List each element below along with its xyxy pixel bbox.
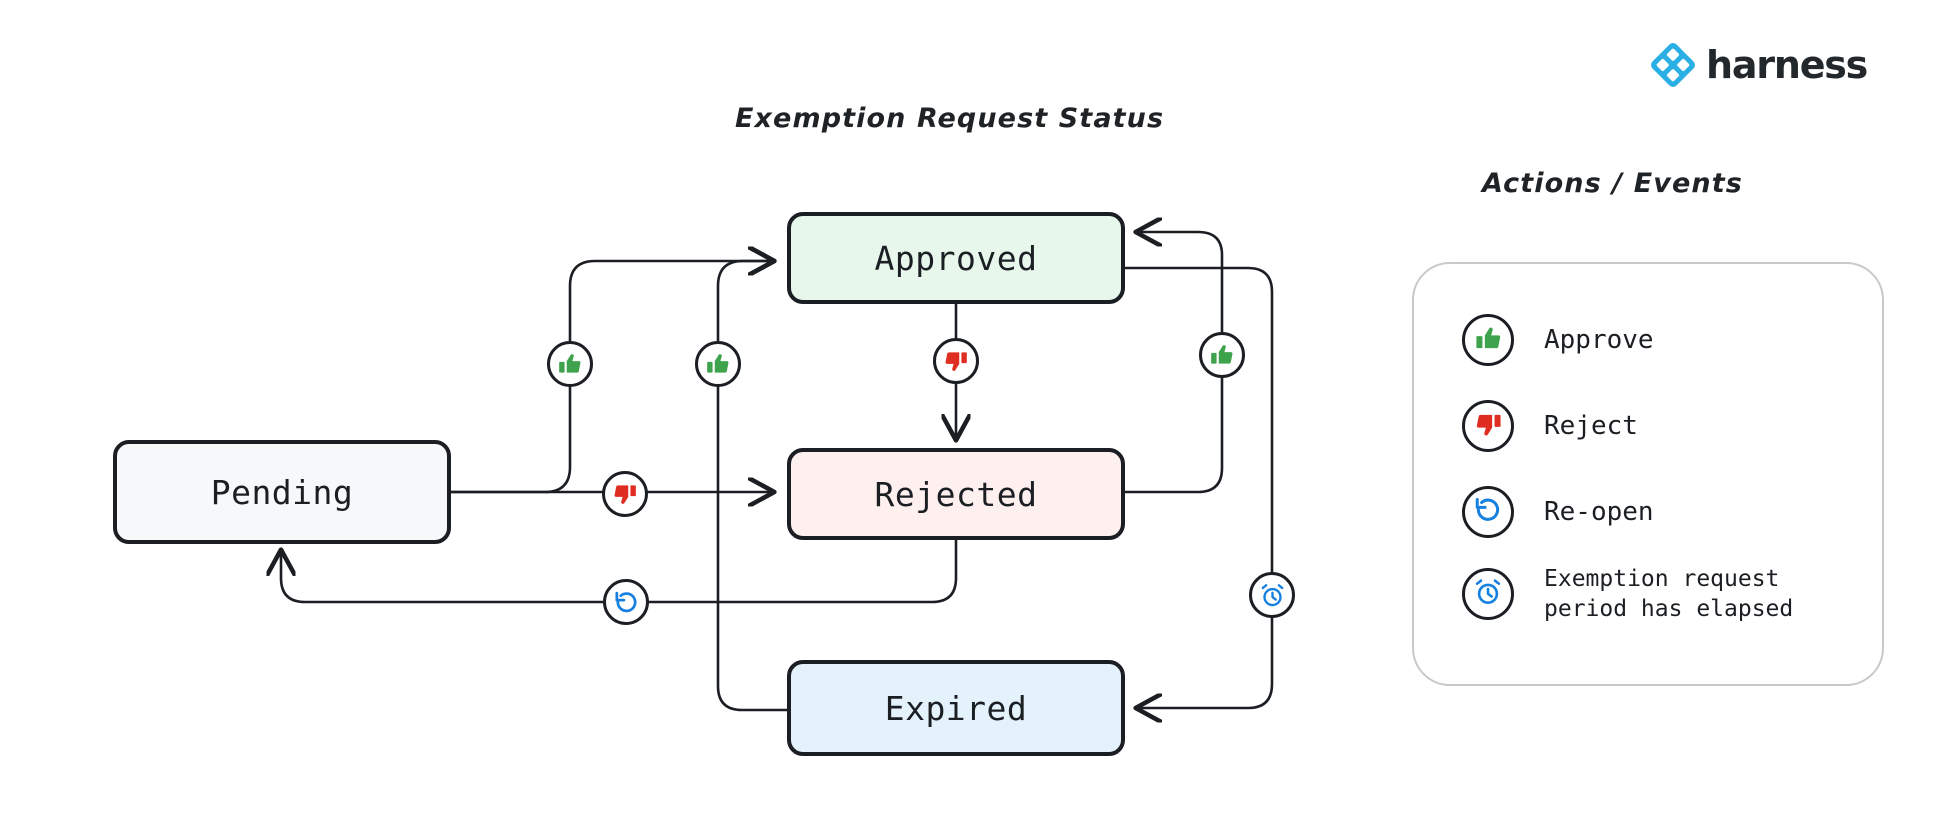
state-node-approved[interactable]: Approved xyxy=(787,212,1125,304)
thumbs-down-icon xyxy=(943,348,969,374)
edge-badge-reopen-rejected-pending[interactable] xyxy=(603,579,649,625)
edge-badge-approve-pending-approved[interactable] xyxy=(547,341,593,387)
thumbs-up-icon xyxy=(1209,342,1235,368)
state-node-pending[interactable]: Pending xyxy=(113,440,451,544)
edge-badge-approve-rejected-approved[interactable] xyxy=(1199,332,1245,378)
state-node-rejected[interactable]: Rejected xyxy=(787,448,1125,540)
thumbs-down-icon xyxy=(612,481,638,507)
edge-approved-to-expired xyxy=(1123,266,1274,708)
legend-label-reject: Reject xyxy=(1544,410,1638,441)
alarm-clock-icon xyxy=(1473,577,1503,611)
thumbs-up-icon xyxy=(1474,324,1503,357)
legend-badge-elapsed xyxy=(1462,568,1514,621)
legend-item-reopen: Re-open xyxy=(1462,486,1654,538)
edge-badge-reject-pending-rejected[interactable] xyxy=(602,471,648,517)
harness-logo: harness xyxy=(1650,42,1868,88)
edge-expired-to-approved xyxy=(716,261,789,712)
thumbs-up-icon xyxy=(705,351,731,377)
thumbs-up-icon xyxy=(557,351,583,377)
thumbs-down-icon xyxy=(1474,410,1503,443)
legend-item-elapsed: Exemption request period has elapsed xyxy=(1462,564,1793,625)
legend-label-reopen: Re-open xyxy=(1544,496,1654,527)
re-open-icon xyxy=(613,589,640,616)
legend-item-reject: Reject xyxy=(1462,400,1638,452)
legend-label-approve: Approve xyxy=(1544,324,1654,355)
state-node-rejected-label: Rejected xyxy=(874,474,1038,514)
legend-item-approve: Approve xyxy=(1462,314,1654,366)
diagram-title: Exemption Request Status xyxy=(735,103,1165,134)
legend-badge-approve xyxy=(1462,314,1514,366)
state-node-approved-label: Approved xyxy=(874,238,1038,278)
state-node-expired[interactable]: Expired xyxy=(787,660,1125,756)
alarm-clock-icon xyxy=(1259,582,1286,609)
harness-diamond-logo-icon xyxy=(1650,42,1696,88)
legend-badge-reopen xyxy=(1462,486,1514,538)
harness-wordmark: harness xyxy=(1706,43,1868,87)
edge-badge-reject-approved-rejected[interactable] xyxy=(933,338,979,384)
re-open-icon xyxy=(1473,495,1503,529)
state-node-expired-label: Expired xyxy=(884,688,1028,728)
edge-badge-approve-expired-approved[interactable] xyxy=(695,341,741,387)
legend-label-elapsed: Exemption request period has elapsed xyxy=(1544,566,1794,623)
legend-title: Actions / Events xyxy=(1482,168,1743,199)
legend-panel: Approve Reject xyxy=(1412,262,1884,686)
edge-badge-elapsed-approved-expired[interactable] xyxy=(1249,572,1295,618)
legend-badge-reject xyxy=(1462,400,1514,452)
state-node-pending-label: Pending xyxy=(210,472,354,512)
